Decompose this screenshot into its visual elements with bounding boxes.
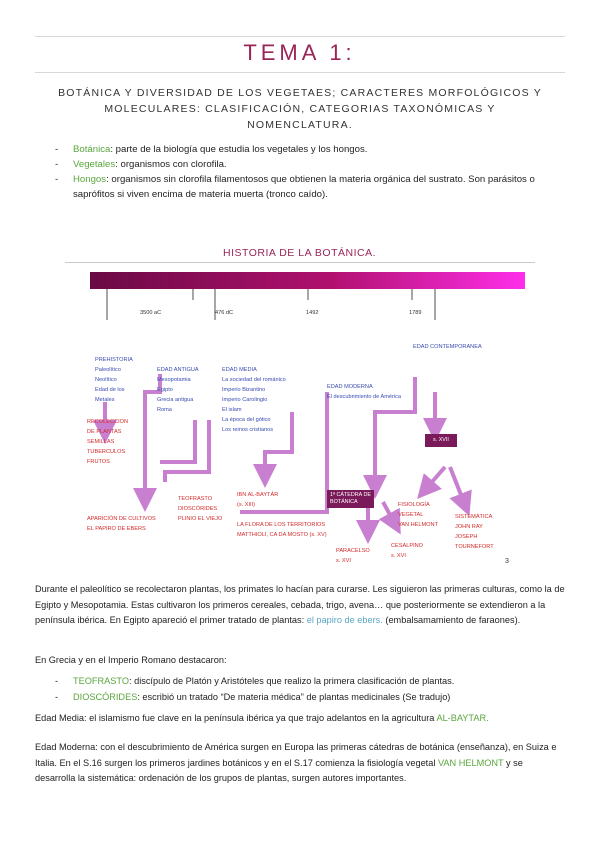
era-prehistoria: PREHISTORIA Paleolítico Neolítico Edad d…: [95, 357, 133, 403]
definition-term: Vegetales: [73, 159, 116, 170]
outcome-paracelso: PARACELSO s. XVI: [336, 548, 370, 564]
box-catedra: 1ª CÁTEDRA DE BOTÁNICA: [327, 490, 374, 508]
paragraph-edad-media: Edad Media: el islamismo fue clave en la…: [35, 713, 489, 723]
history-rule: [65, 262, 535, 263]
outcome-albaytar: IBN AL-BAYTÁR (s. XIII): [237, 492, 279, 508]
outcome-fisiologia: FISIOLOGÍA VEGETAL VAN HELMONT: [398, 502, 438, 528]
outcome-recoleccion: RECOLECCION DE PLANTAS SEMILLAS TUBERCUL…: [87, 419, 129, 465]
paragraph-edad-moderna: Edad Moderna: con el descubrimiento de A…: [35, 742, 557, 783]
era-antigua: EDAD ANTIGUA Mesopotamia Egipto Grecia a…: [157, 367, 199, 413]
top-rule: [35, 36, 565, 37]
history-heading: HISTORIA DE LA BOTÁNICA.: [222, 247, 376, 259]
definition-term: Botánica: [73, 144, 111, 155]
era-moderna: EDAD MODERNA El descubrimiento de Améric…: [327, 384, 401, 400]
author-dioscorides: DIOSCÓRIDES: escribió un tratado “De mat…: [35, 690, 565, 706]
timeline-arrows: [93, 374, 472, 544]
title-rule: [35, 72, 565, 73]
tick-label: 3500 aC: [140, 310, 162, 316]
era-media: EDAD MEDIA La sociedad del románico Impe…: [222, 367, 286, 433]
definitions-list: Botánica: parte de la biología que estud…: [55, 142, 565, 202]
definition-text: : organismos con clorofila.: [115, 159, 227, 170]
definition-text: : parte de la biología que estudia los v…: [110, 144, 368, 155]
papiro-link: el papiro de ebers.: [306, 615, 383, 625]
definition-botanica: Botánica: parte de la biología que estud…: [55, 142, 565, 157]
outcome-cesalpino: CESALPINO s. XVI: [391, 543, 424, 559]
page-subtitle: BOTÁNICA Y DIVERSIDAD DE LOS VEGETAES; C…: [58, 87, 542, 131]
box-siglo-xvii: s. XVII: [425, 434, 457, 447]
paragraph-grecia: En Grecia y en el Imperio Romano destaca…: [35, 655, 227, 665]
era-contemporanea: EDAD CONTEMPORANEA: [413, 344, 482, 350]
authors-list: TEOFRASTO: discípulo de Platón y Aristót…: [35, 674, 565, 705]
tick-label: 476 dC: [215, 310, 234, 316]
author-teofrasto: TEOFRASTO: discípulo de Platón y Aristót…: [35, 674, 565, 690]
timeline-diagram: 3500 aC 476 dC 1492 1789 PREHISTORIA Pal…: [65, 262, 535, 574]
tick-label: 1492: [306, 310, 319, 316]
outcome-clasicos: TEOFRASTO DIOSCÓRIDES PLINIO EL VIEJO: [178, 496, 223, 522]
tick-label: 1789: [409, 310, 422, 316]
timeline-ticks: [106, 289, 436, 320]
outcome-cultivos: APARICIÓN DE CULTIVOS EL PAPIRO DE EBERS: [87, 516, 156, 532]
page-title: TEMA 1:: [243, 40, 356, 65]
definition-vegetales: Vegetales: organismos con clorofila.: [55, 157, 565, 172]
diagram-page-number: 3: [505, 558, 509, 565]
outcome-sistematica: SISTEMÁTICA JOHN RAY JOSEPH TOURNEFORT: [455, 514, 494, 550]
definition-text: : organismos sin clorofila filamentosos …: [73, 174, 535, 200]
timeline-graphics: [90, 272, 525, 544]
definition-hongos: Hongos: organismos sin clorofila filamen…: [55, 172, 565, 202]
outcome-flora: LA FLORA DE LOS TERRITORIOS MATTHIOLI, C…: [237, 522, 327, 538]
timeline-bar: [90, 272, 525, 289]
definition-term: Hongos: [73, 174, 107, 185]
paragraph-paleolitico: Durante el paleolítico se recolectaron p…: [35, 584, 565, 625]
